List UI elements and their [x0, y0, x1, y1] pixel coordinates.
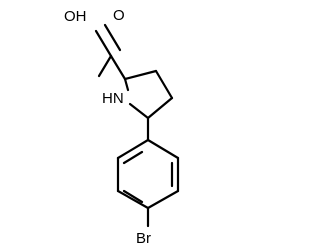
bond-n-c2	[123, 77, 130, 92]
bond-c5-n	[128, 102, 150, 120]
atom-label-br: Br	[136, 230, 151, 247]
bond-c-o-double-2	[97, 54, 113, 78]
bond-c-oh	[94, 29, 113, 58]
bond-c2-c3	[123, 69, 158, 81]
bond-ph-6-1	[116, 138, 150, 160]
molecule-structure: OH O HN Br	[64, 7, 180, 247]
bond-ph-4-5	[116, 189, 150, 210]
bond-c3-c4	[154, 69, 174, 100]
bond-ph-3-4	[146, 189, 180, 210]
atom-label-hn: HN	[102, 90, 124, 107]
bond-ph-inner-2	[122, 189, 144, 204]
bond-c4-c5	[146, 96, 174, 120]
atom-label-o: O	[113, 7, 125, 24]
bond-c-c2	[109, 54, 127, 81]
atom-label-oh: OH	[64, 8, 87, 25]
bond-ph-1-2	[146, 138, 180, 160]
bond-c-o-double-1	[103, 23, 122, 52]
bond-ph-inner-3	[122, 150, 144, 165]
